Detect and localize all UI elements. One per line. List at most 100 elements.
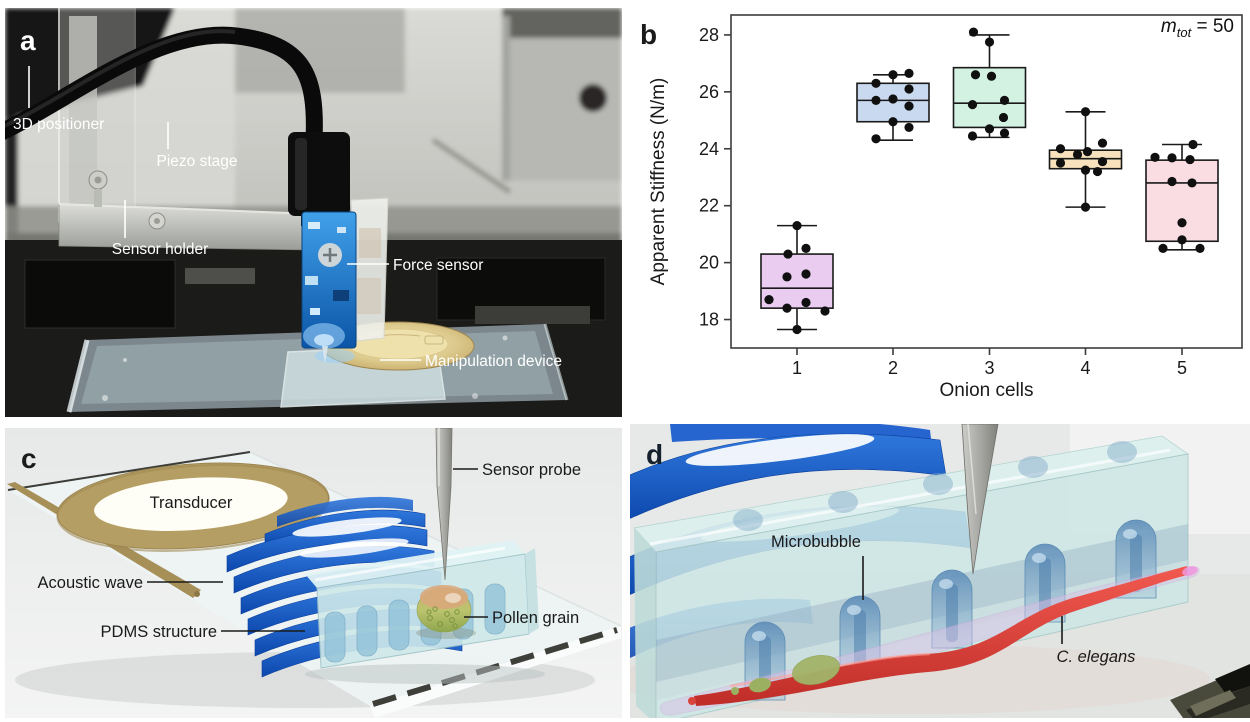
data-point bbox=[967, 131, 978, 141]
data-point bbox=[764, 295, 774, 305]
y-axis-label: Apparent Stiffness (N/m) bbox=[648, 78, 669, 286]
data-point bbox=[792, 324, 802, 335]
data-point bbox=[871, 134, 881, 144]
label-piezo-stage: Piezo stage bbox=[157, 153, 238, 170]
data-point bbox=[1080, 165, 1091, 175]
box bbox=[1145, 159, 1219, 243]
sensor-probe-needle-d bbox=[961, 424, 999, 575]
holder-frame bbox=[58, 8, 316, 251]
data-point bbox=[999, 128, 1010, 138]
data-point bbox=[1097, 138, 1108, 148]
y-tick-label: 18 bbox=[699, 310, 719, 330]
mtot-sub: tot bbox=[1176, 24, 1192, 40]
box-group-4 bbox=[1048, 107, 1123, 212]
data-point bbox=[792, 221, 802, 231]
worm-capsule bbox=[659, 566, 1200, 716]
y-tick-label: 24 bbox=[699, 139, 719, 159]
data-point bbox=[1080, 202, 1091, 212]
data-point bbox=[820, 306, 830, 316]
mtot-annotation: mtot = 50 bbox=[1161, 16, 1234, 40]
panel-letter-c: c bbox=[21, 443, 37, 474]
data-point bbox=[1055, 144, 1066, 154]
data-point bbox=[1150, 152, 1160, 162]
label-c-elegans: C. elegans bbox=[1057, 648, 1136, 666]
data-point bbox=[904, 101, 914, 111]
data-point bbox=[888, 70, 898, 80]
y-tick-label: 28 bbox=[699, 25, 719, 45]
force-sensor-assembly bbox=[288, 132, 389, 364]
data-point bbox=[999, 95, 1010, 105]
label-manipulation-device: Manipulation device bbox=[425, 353, 562, 370]
table-corner bbox=[1170, 664, 1250, 718]
x-tick-label: 5 bbox=[1177, 358, 1187, 378]
data-point bbox=[1080, 107, 1091, 117]
data-point bbox=[1187, 178, 1197, 188]
label-force-sensor: Force sensor bbox=[393, 257, 483, 274]
mtot-rest: = 50 bbox=[1191, 16, 1234, 37]
data-point bbox=[968, 27, 979, 37]
box-group-2 bbox=[856, 68, 930, 144]
x-tick-label: 4 bbox=[1080, 358, 1090, 378]
label-sensor-holder: Sensor holder bbox=[112, 241, 209, 258]
x-tick-label: 1 bbox=[792, 358, 802, 378]
data-point bbox=[986, 71, 997, 81]
plot-border bbox=[730, 14, 1243, 349]
data-point bbox=[1097, 156, 1108, 167]
c-elegans-body bbox=[694, 566, 1187, 706]
label-pollen-grain: Pollen grain bbox=[492, 609, 579, 627]
data-point bbox=[998, 112, 1009, 123]
label-3d-positioner: 3D positioner bbox=[13, 116, 104, 133]
data-point bbox=[1185, 154, 1195, 165]
y-tick-label: 20 bbox=[699, 253, 719, 273]
x-tick-label: 3 bbox=[984, 358, 994, 378]
panel-letter-b: b bbox=[640, 19, 657, 50]
x-axis-label: Onion cells bbox=[940, 380, 1034, 401]
data-point bbox=[1158, 243, 1168, 253]
back-bubbles bbox=[733, 441, 1137, 531]
data-point bbox=[904, 84, 914, 94]
box-group-5 bbox=[1145, 139, 1219, 253]
data-point bbox=[888, 117, 898, 127]
data-point bbox=[984, 124, 995, 134]
data-point bbox=[1082, 147, 1093, 157]
box-group-1 bbox=[760, 221, 834, 335]
pollen-grain-shape bbox=[416, 585, 476, 639]
data-point bbox=[1177, 218, 1187, 228]
label-pdms-structure: PDMS structure bbox=[101, 623, 217, 641]
data-point bbox=[888, 94, 898, 104]
data-point bbox=[1195, 243, 1205, 253]
data-point bbox=[1055, 158, 1066, 168]
data-point bbox=[801, 243, 811, 253]
data-point bbox=[1092, 166, 1103, 177]
label-transducer: Transducer bbox=[150, 494, 233, 512]
data-point bbox=[801, 269, 811, 279]
data-point bbox=[1188, 139, 1198, 150]
cable bbox=[5, 26, 323, 149]
mtot-var: m bbox=[1160, 16, 1177, 37]
label-sensor-probe: Sensor probe bbox=[482, 461, 581, 479]
label-microbubble: Microbubble bbox=[771, 533, 861, 551]
data-point bbox=[1167, 153, 1177, 163]
data-point bbox=[1072, 149, 1083, 160]
sensor-probe-needle bbox=[435, 428, 453, 581]
x-tick-label: 2 bbox=[888, 358, 898, 378]
label-acoustic-wave: Acoustic wave bbox=[38, 574, 143, 592]
data-point bbox=[970, 70, 981, 80]
data-point bbox=[871, 95, 881, 105]
transducer-ring bbox=[56, 462, 330, 552]
y-tick-label: 22 bbox=[699, 196, 719, 216]
data-point bbox=[801, 297, 811, 308]
data-point bbox=[871, 78, 881, 88]
data-point bbox=[904, 68, 914, 78]
data-point bbox=[984, 37, 995, 47]
data-point bbox=[782, 303, 792, 313]
data-point bbox=[782, 272, 792, 282]
data-point bbox=[967, 100, 978, 110]
